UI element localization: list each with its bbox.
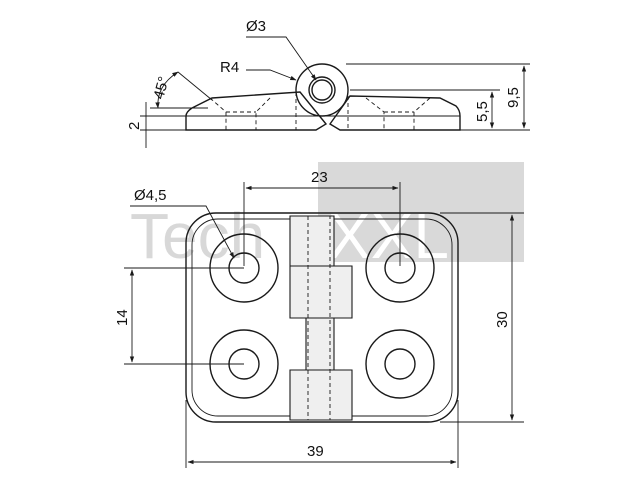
side-hole-leader (246, 36, 317, 81)
side-radius-leader (246, 69, 297, 81)
side-hidden-knuckle (295, 92, 349, 130)
side-pin-height-label: 5,5 (474, 101, 491, 122)
side-angle-label: 45° (150, 75, 172, 101)
side-hidden-countersink-left (209, 97, 271, 130)
side-knuckle (295, 63, 349, 117)
side-hidden-countersink-right (365, 97, 431, 130)
side-angle-arc (155, 71, 179, 109)
watermark: Tech XXL (130, 162, 524, 272)
side-left-leaf (185, 91, 328, 131)
side-view: Ø3 R4 45° 2 5,5 9,5 (126, 18, 530, 148)
top-hole-bottom-right (365, 329, 435, 399)
side-radius-label: R4 (220, 59, 239, 76)
side-pin-hole (308, 76, 336, 104)
top-view: Ø4,5 23 14 30 39 (114, 169, 524, 468)
top-hole-diameter-label: Ø4,5 (134, 187, 167, 204)
side-pin (311, 79, 333, 101)
top-hinge-outline (185, 212, 459, 423)
top-height-label: 30 (494, 311, 511, 328)
side-angle-slope-line (177, 71, 213, 101)
side-hole-diameter-label: Ø3 (246, 18, 266, 35)
top-spacing-vertical-label: 14 (114, 309, 131, 326)
side-total-height-label: 9,5 (505, 87, 522, 108)
top-spacing-horizontal-label: 23 (311, 169, 328, 186)
watermark-left-text: Tech (130, 200, 265, 272)
top-width-label: 39 (307, 443, 324, 460)
top-hole-leader (130, 205, 235, 259)
watermark-box (318, 162, 524, 262)
side-right-leaf (328, 95, 461, 131)
side-base-thickness-label: 2 (126, 122, 143, 130)
